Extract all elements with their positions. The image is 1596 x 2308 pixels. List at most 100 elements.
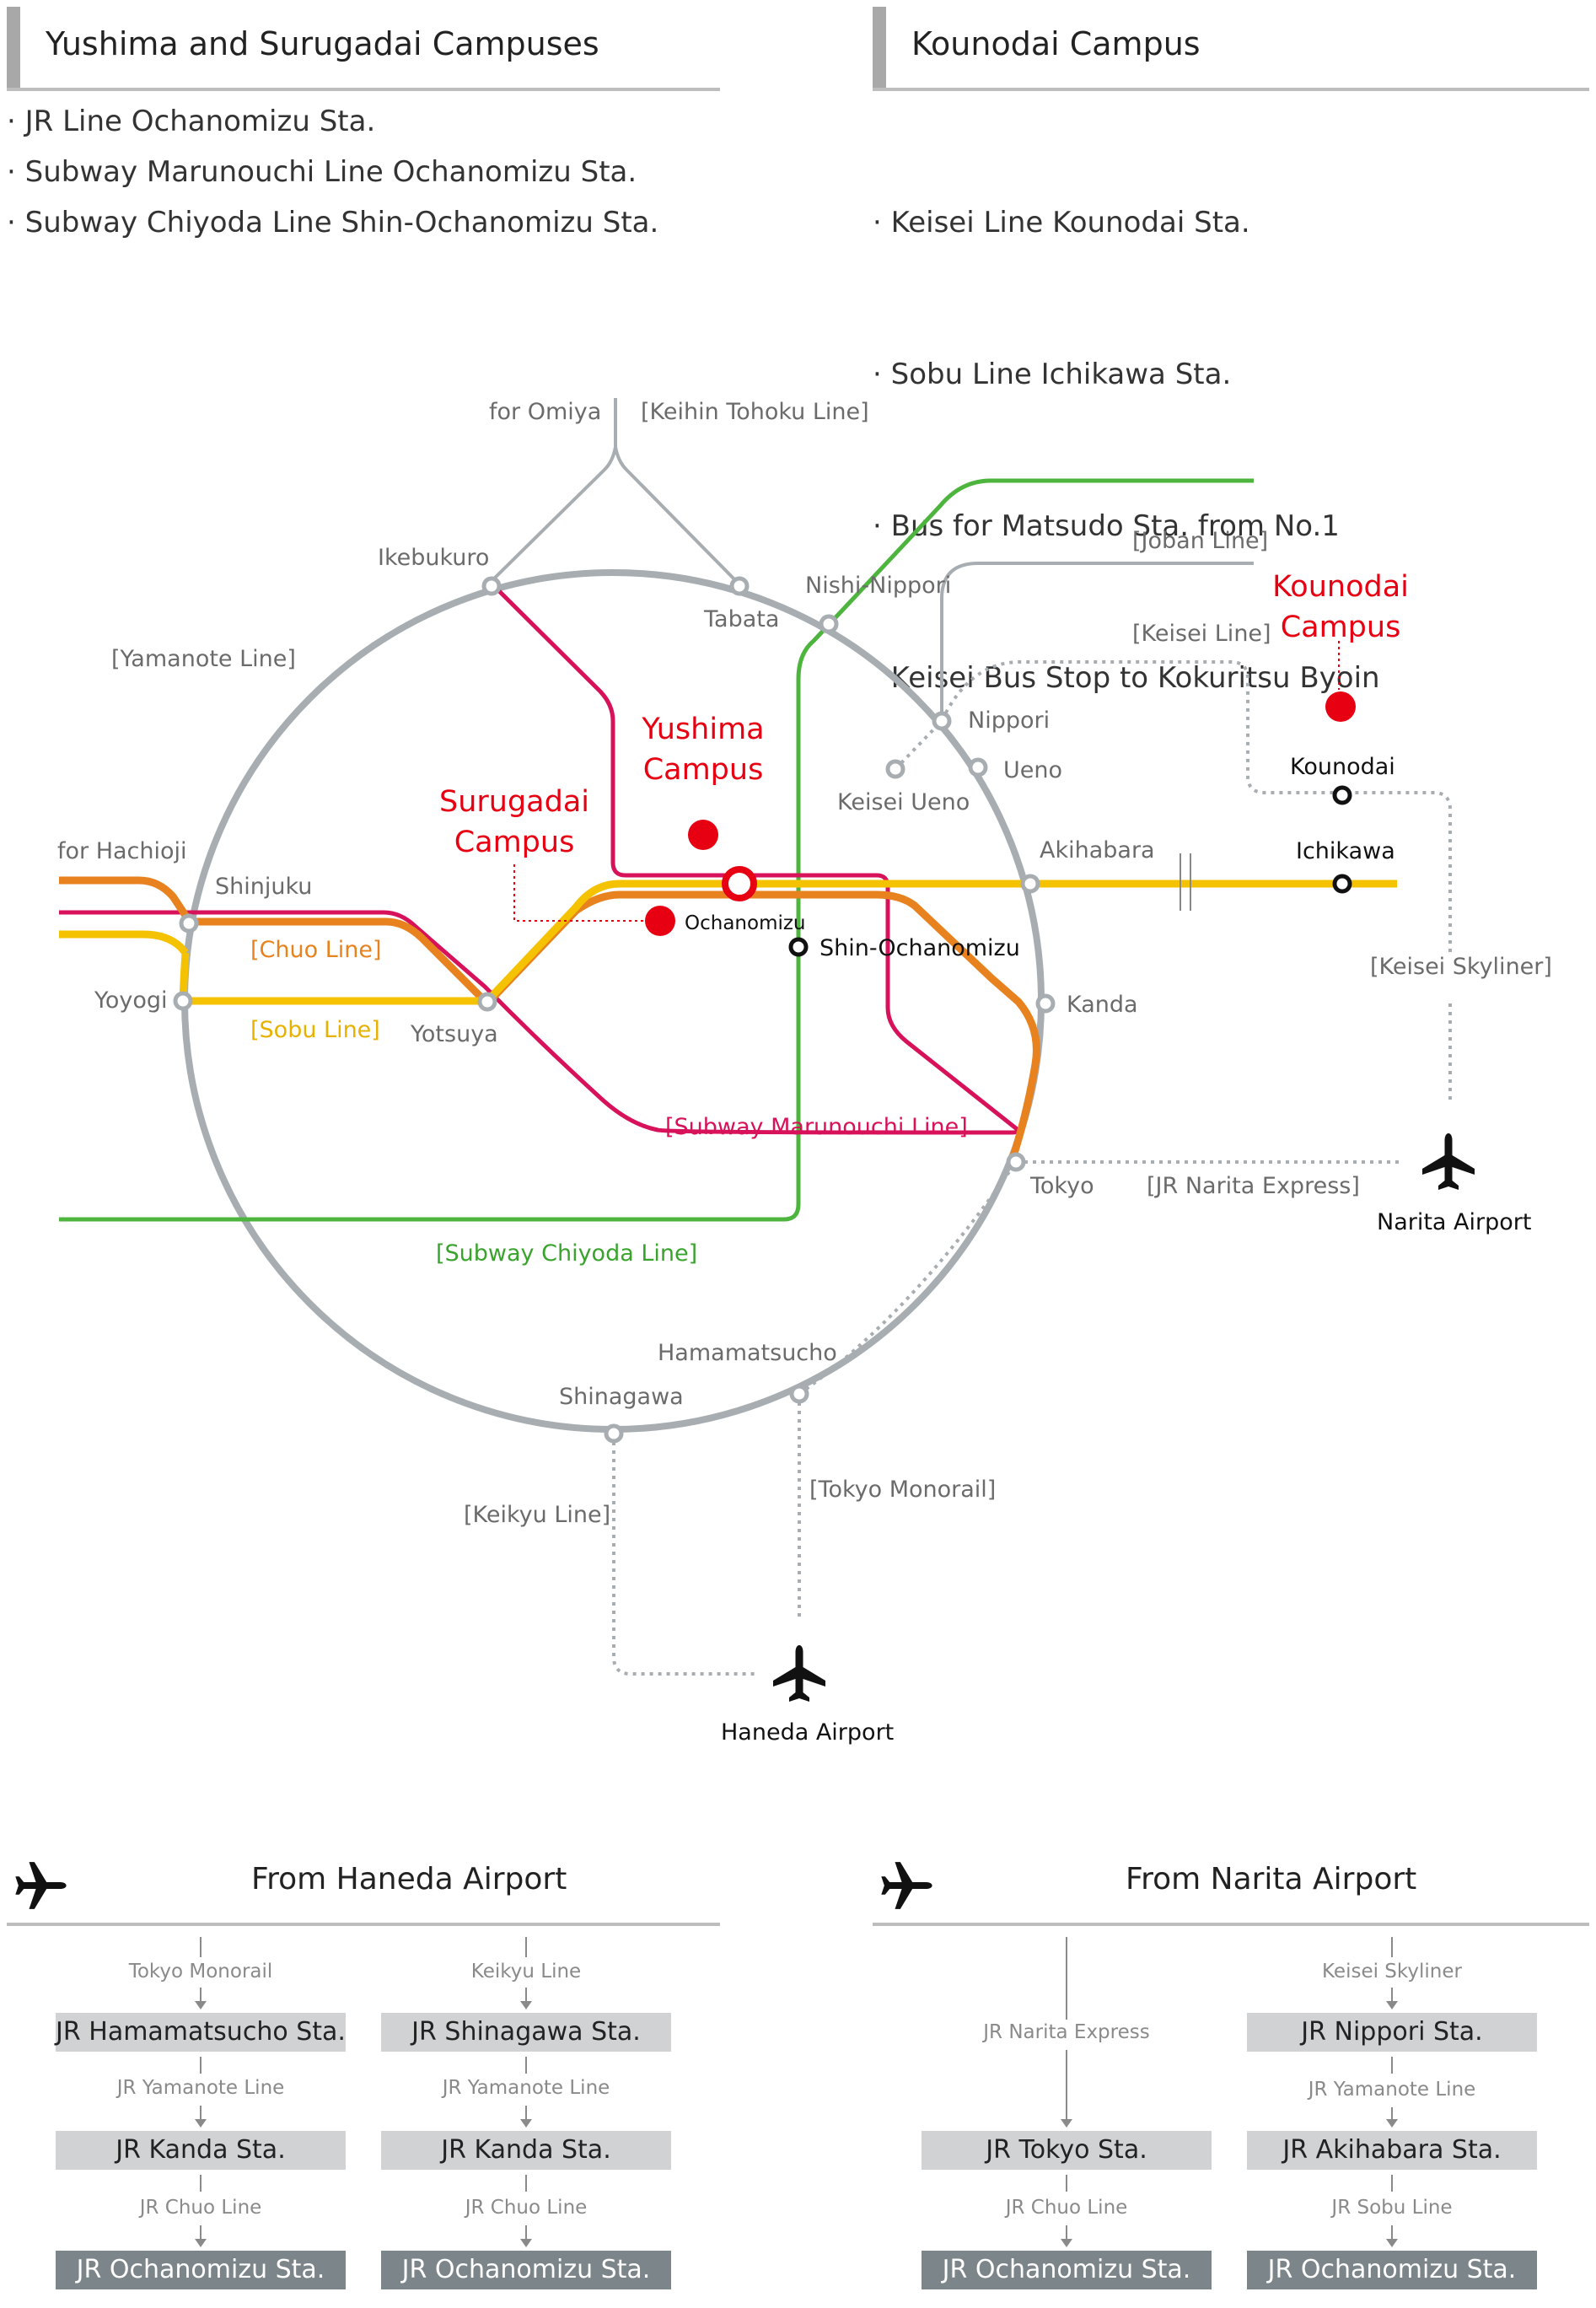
- route-connector: [200, 2057, 202, 2074]
- label-surugadai-campus-2: Campus: [454, 826, 575, 859]
- kounodai-title: Kounodai Campus: [911, 25, 1201, 62]
- destination-box: JR Ochanomizu Sta.: [56, 2251, 346, 2289]
- station-keisei-ueno[interactable]: [885, 759, 905, 779]
- label-ueno: Ueno: [1003, 757, 1062, 783]
- label-narita-airport: Narita Airport: [1377, 1209, 1531, 1235]
- arrow-down-icon: [1386, 2239, 1398, 2247]
- arrow-down-icon: [1386, 2001, 1398, 2009]
- route-step: JR Chuo Line: [1005, 2197, 1128, 2219]
- arrow-down-icon: [1386, 2119, 1398, 2128]
- label-sobu-line: [Sobu Line]: [250, 1017, 380, 1043]
- station-kanda[interactable]: [1035, 993, 1056, 1014]
- station-box: JR Kanda Sta.: [56, 2131, 346, 2170]
- narita-route-nex: JR Narita Express JR Tokyo Sta. JR Chuo …: [922, 1927, 1212, 2298]
- sobu-line: [59, 880, 1397, 1005]
- arrow-down-icon: [195, 2119, 207, 2128]
- label-tokyo: Tokyo: [1029, 1173, 1094, 1199]
- haneda-route-keikyu: Keikyu Line JR Shinagawa Sta. JR Yamanot…: [381, 1927, 671, 2298]
- label-kounodai-campus-1: Kounodai: [1272, 570, 1409, 604]
- label-marunouchi-line: [Subway Marunouchi Line]: [665, 1114, 968, 1140]
- label-yoyogi: Yoyogi: [94, 987, 168, 1014]
- yushima-campus-marker[interactable]: [688, 820, 718, 850]
- station-ochanomizu[interactable]: [722, 866, 757, 901]
- station-akihabara[interactable]: [1020, 874, 1040, 894]
- label-for-hachioji: for Hachioji: [57, 838, 187, 864]
- route-connector: [1066, 1937, 1067, 2020]
- joban-line: [940, 562, 1254, 721]
- station-nippori[interactable]: [932, 711, 952, 731]
- route-step: JR Yamanote Line: [116, 2077, 285, 2099]
- station-tokyo[interactable]: [1006, 1152, 1026, 1172]
- keikyu-line: [612, 1434, 759, 1676]
- label-chiyoda-line: [Subway Chiyoda Line]: [436, 1240, 697, 1267]
- label-for-omiya: for Omiya: [489, 399, 601, 425]
- arrow-down-icon: [195, 2239, 207, 2247]
- station-tabata[interactable]: [729, 576, 750, 596]
- route-connector: [1391, 1988, 1393, 2003]
- route-step: JR Sobu Line: [1331, 2197, 1453, 2219]
- arrow-down-icon: [520, 2119, 532, 2128]
- label-ochanomizu: Ochanomizu: [685, 912, 806, 934]
- label-keisei-ueno: Keisei Ueno: [837, 789, 970, 815]
- route-connector: [1391, 2107, 1393, 2121]
- kounodai-access-list: · Keisei Line Kounodai Sta. · Sobu Line …: [873, 96, 1380, 754]
- label-yushima-campus-1: Yushima: [641, 713, 764, 746]
- label-surugadai-campus-1: Surugadai: [439, 785, 589, 819]
- station-box: JR Kanda Sta.: [381, 2131, 671, 2170]
- station-box: JR Tokyo Sta.: [922, 2131, 1212, 2170]
- route-step: JR Yamanote Line: [442, 2077, 610, 2099]
- surugadai-campus-marker[interactable]: [645, 906, 675, 936]
- station-kounodai[interactable]: [1332, 785, 1352, 805]
- yushima-surugadai-title: Yushima and Surugadai Campuses: [46, 25, 599, 62]
- narita-section-header: From Narita Airport: [873, 1813, 1589, 1926]
- route-connector: [525, 2175, 527, 2192]
- route-connector: [200, 1937, 202, 1957]
- route-connector: [1066, 2175, 1067, 2192]
- haneda-section-header: From Haneda Airport: [7, 1813, 720, 1926]
- route-connector: [525, 1937, 527, 1957]
- route-map: for Omiya [Keihin Tohoku Line] Ikebukuro…: [57, 398, 1552, 1746]
- station-yoyogi[interactable]: [173, 991, 193, 1011]
- label-jr-narita-express: [JR Narita Express]: [1147, 1173, 1360, 1199]
- station-nishi-nippori[interactable]: [819, 614, 839, 634]
- route-connector: [1391, 2057, 1393, 2074]
- surugadai-leader: [513, 864, 652, 922]
- route-connector: [200, 1988, 202, 2003]
- label-kounodai: Kounodai: [1290, 754, 1395, 780]
- kounodai-header: Kounodai Campus: [873, 7, 1589, 91]
- label-haneda-airport: Haneda Airport: [721, 1719, 894, 1746]
- route-connector: [1391, 1937, 1393, 1957]
- route-connector: [1391, 2175, 1393, 2192]
- kounodai-campus-marker[interactable]: [1325, 691, 1356, 722]
- route-step: Keikyu Line: [470, 1961, 582, 1983]
- station-shin-ochanomizu[interactable]: [788, 937, 809, 957]
- station-ikebukuro[interactable]: [481, 576, 502, 596]
- destination-box: JR Ochanomizu Sta.: [922, 2251, 1212, 2289]
- line-break-mark: [1180, 853, 1191, 911]
- label-akihabara: Akihabara: [1040, 837, 1155, 863]
- label-nishi-nippori: Nishi-Nippori: [805, 573, 951, 599]
- station-yotsuya[interactable]: [477, 992, 497, 1012]
- label-keisei-skyliner: [Keisei Skyliner]: [1370, 954, 1552, 980]
- label-ikebukuro: Ikebukuro: [378, 545, 489, 571]
- route-connector: [200, 2175, 202, 2192]
- chuo-line: [59, 876, 1040, 1163]
- arrow-down-icon: [195, 2001, 207, 2009]
- haneda-title: From Haneda Airport: [251, 1862, 567, 1896]
- monorail-link: [798, 1160, 1018, 1396]
- label-shin-ochanomizu: Shin-Ochanomizu: [819, 935, 1020, 961]
- station-hamamatsucho[interactable]: [789, 1384, 809, 1404]
- route-connector: [1066, 2050, 1067, 2121]
- arrow-down-icon: [520, 2239, 532, 2247]
- yushima-access-list: · JR Line Ochanomizu Sta. · Subway Marun…: [7, 96, 658, 248]
- destination-box: JR Ochanomizu Sta.: [381, 2251, 671, 2289]
- label-shinjuku: Shinjuku: [215, 874, 312, 900]
- arrow-down-icon: [1061, 2119, 1072, 2128]
- label-yotsuya: Yotsuya: [410, 1021, 498, 1047]
- station-shinagawa[interactable]: [604, 1423, 624, 1444]
- station-ueno[interactable]: [968, 757, 988, 777]
- station-ichikawa[interactable]: [1332, 874, 1352, 894]
- route-step: JR Narita Express: [983, 2021, 1150, 2043]
- airplane-icon: [15, 1862, 67, 1909]
- station-shinjuku[interactable]: [179, 913, 199, 933]
